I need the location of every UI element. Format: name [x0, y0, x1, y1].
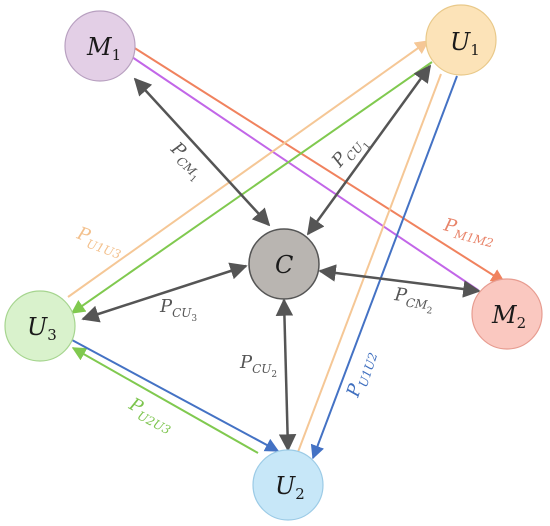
- svg-text:PU1U2: PU1U2: [342, 348, 380, 402]
- edge-u3-u1: [67, 40, 430, 298]
- node-m1: M1: [64, 10, 136, 82]
- edge-label-u2u3: PU2U3: [123, 393, 178, 437]
- node-u1-circle: [425, 4, 497, 76]
- node-m2-label: M2: [491, 301, 526, 332]
- node-m1-label: M1: [86, 33, 121, 64]
- edge-u2-u3: [71, 347, 259, 454]
- edge-c-u3: [81, 262, 248, 323]
- svg-text:PM1M2: PM1M2: [440, 214, 497, 250]
- node-m2: M2: [471, 278, 543, 350]
- node-u2-circle: [252, 449, 324, 521]
- edge-label-cm1: PCM1: [161, 137, 210, 185]
- node-u1: U1: [425, 4, 497, 76]
- node-u1-label: U1: [450, 28, 480, 59]
- node-u3-label: U3: [27, 313, 57, 344]
- svg-text:PCU2: PCU2: [239, 352, 277, 380]
- node-m2-circle: [471, 278, 543, 350]
- node-u2: U2: [252, 449, 324, 521]
- edge-c-m2: [318, 264, 481, 298]
- edge-label-cu2: PCU2: [239, 352, 277, 380]
- svg-text:PCM2: PCM2: [392, 284, 435, 317]
- edge-label-u1u2: PU1U2: [342, 348, 380, 402]
- svg-text:PU2U3: PU2U3: [123, 393, 178, 437]
- node-c: C: [248, 228, 320, 300]
- edge-c-u2: [275, 298, 297, 452]
- node-c-circle: [248, 228, 320, 300]
- node-u2-label: U2: [275, 472, 305, 503]
- node-u3: U3: [4, 290, 76, 362]
- edge-c-u1: [306, 64, 432, 236]
- node-m1-circle: [64, 10, 136, 82]
- edge-u3-u2: [71, 339, 280, 452]
- svg-text:PU1U3: PU1U3: [72, 223, 126, 262]
- edge-label-cu3: PCU3: [159, 296, 197, 324]
- edge-c-m1: [133, 77, 271, 227]
- node-u3-circle: [4, 290, 76, 362]
- svg-text:PCM1: PCM1: [161, 137, 210, 185]
- svg-text:PCU3: PCU3: [159, 296, 197, 324]
- edge-label-u1u3: PU1U3: [72, 223, 126, 262]
- node-c-label: C: [275, 251, 293, 279]
- edge-u1-u2: [310, 75, 458, 460]
- edge-label-m1m2: PM1M2: [440, 214, 497, 250]
- edge-label-cm2: PCM2: [392, 284, 435, 317]
